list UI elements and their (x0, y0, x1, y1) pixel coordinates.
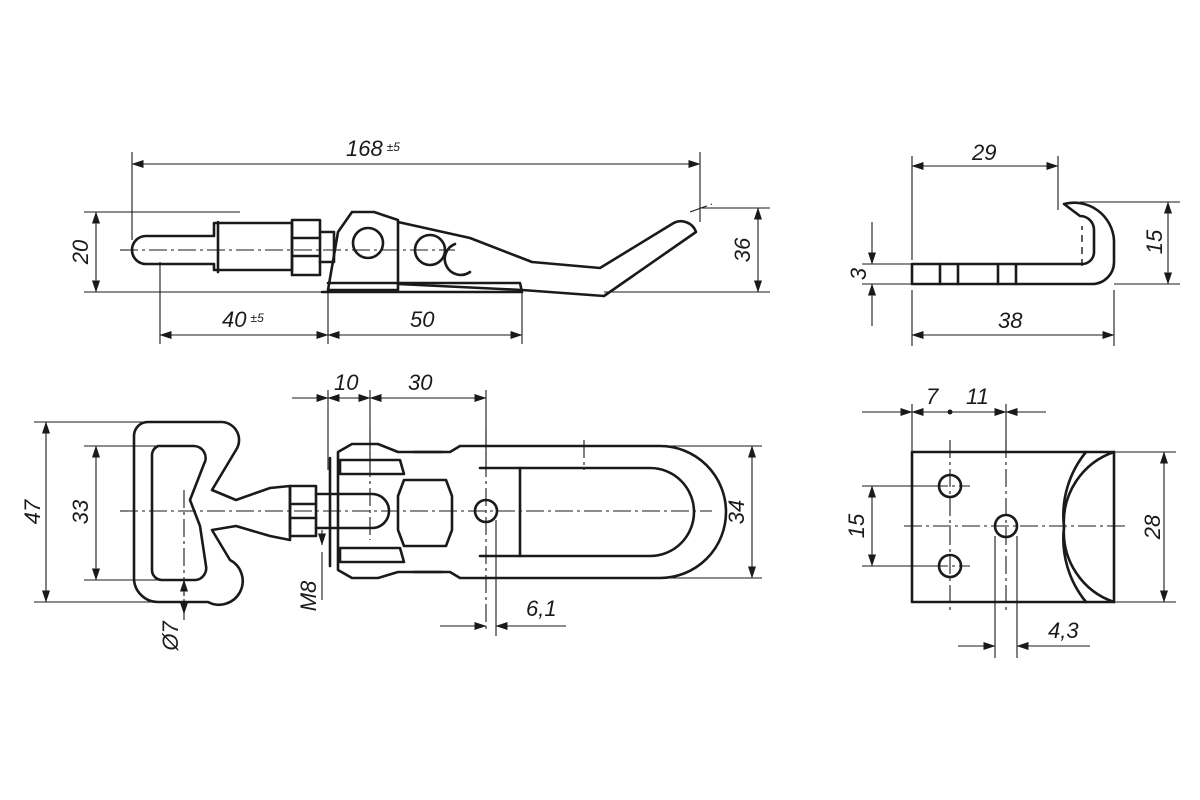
dim-plan-hole-offset: 6,1 (526, 596, 557, 621)
dim-catch-plan-hole-pitch: 15 (844, 513, 869, 538)
dim-plan-hook-width: 34 (724, 500, 749, 524)
dim-side-length: 168±5 (346, 136, 400, 161)
dim-side-height-left: 20 (68, 239, 93, 265)
dim-side-base-length: 50 (410, 307, 435, 332)
dim-catch-side-thickness: 3 (846, 267, 871, 280)
latch-side-view (84, 152, 770, 344)
catch-plan-view (862, 404, 1176, 658)
dim-catch-side-height: 15 (1142, 229, 1167, 254)
dim-catch-side-length: 29 (971, 140, 996, 165)
latch-plan-view (34, 390, 762, 636)
dim-catch-plan-b: 11 (966, 384, 989, 409)
dim-plan-width-inner: 33 (68, 499, 93, 524)
dim-side-hook-offset: 40±5 (222, 307, 264, 332)
dim-catch-side-base: 38 (998, 308, 1023, 333)
dimension-labels: 168±5 20 36 40±5 50 47 33 Ø7 10 30 M8 6,… (20, 136, 1167, 652)
catch-side-view (862, 156, 1180, 346)
dim-plan-spacing-b: 30 (408, 370, 433, 395)
dim-plan-width-outer: 47 (20, 499, 45, 524)
dim-catch-plan-hole-offset: 4,3 (1048, 618, 1079, 643)
dim-catch-plan-a: 7 (926, 384, 939, 409)
dim-side-height-right: 36 (730, 237, 755, 262)
dim-catch-plan-width: 28 (1140, 514, 1165, 540)
dim-plan-hole-dia: Ø7 (158, 621, 183, 652)
dim-plan-thread: M8 (296, 580, 321, 611)
dim-plan-spacing-a: 10 (334, 370, 359, 395)
